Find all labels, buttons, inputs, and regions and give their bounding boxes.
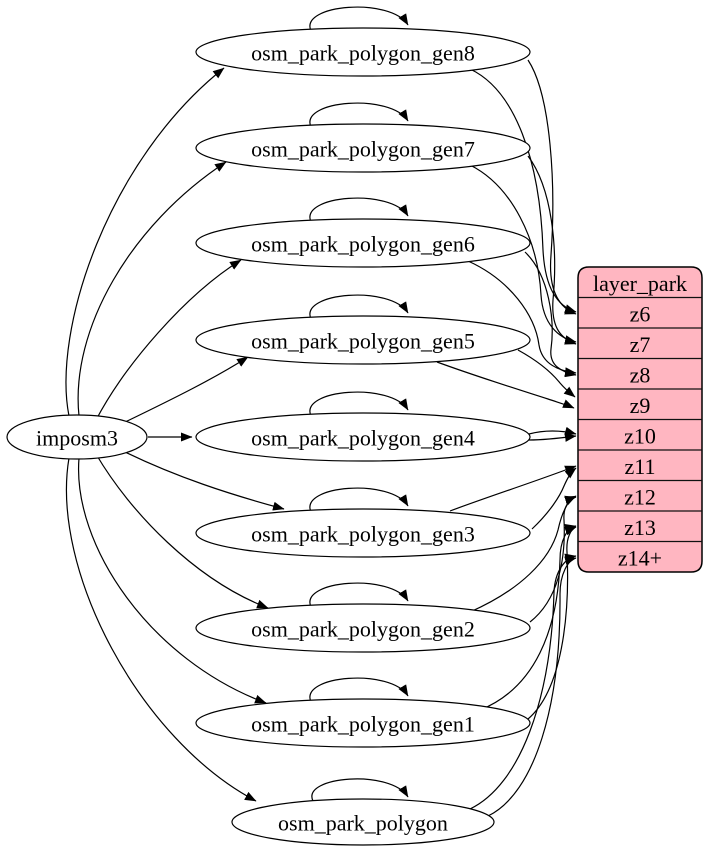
table-label: osm_park_polygon_gen8: [251, 41, 475, 66]
table-node-osm_park_polygon_gen1: osm_park_polygon_gen1: [195, 698, 531, 748]
self-loop-osm_park_polygon_gen2: [309, 582, 409, 608]
record-row-z12: z12: [624, 484, 656, 509]
edge-osm_park_polygon_gen5-to-z9-a: [517, 349, 576, 398]
source-ellipse: [6, 414, 148, 460]
self-loop-osm_park_polygon_gen8: [309, 6, 409, 32]
edge-osm_park_polygon_gen5-to-z9-b: [436, 361, 575, 409]
nodes-layer: osm_park_polygon_gen8 osm_park_polygon_ge…: [6, 27, 703, 846]
record-row-z7: z7: [630, 332, 651, 357]
table-ellipse: [195, 123, 531, 173]
layer-park-record: layer_park z6 z7 z8 z9 z10 z11 z12 z13 z14+: [577, 266, 703, 573]
table-label: osm_park_polygon_gen4: [251, 426, 475, 451]
table-label: osm_park_polygon_gen5: [251, 329, 475, 354]
table-label: osm_park_polygon_gen7: [251, 137, 475, 162]
table-label: osm_park_polygon_gen1: [251, 712, 475, 737]
source-node-imposm3: imposm3: [6, 414, 148, 460]
record-header: layer_park: [593, 271, 687, 296]
edge-imposm3-to-osm_park_polygon_gen3: [118, 448, 285, 511]
table-ellipse: [195, 603, 531, 653]
record-row-z13: z13: [624, 515, 656, 540]
table-node-osm_park_polygon_gen3: osm_park_polygon_gen3: [195, 508, 531, 558]
edge-osm_park_polygon_gen1-to-z13-b: [527, 526, 577, 720]
source-label: imposm3: [36, 426, 118, 451]
edge-osm_park_polygon_gen2-to-z12-b: [529, 495, 577, 623]
self-loop-osm_park_polygon_gen5: [309, 294, 409, 320]
self-loop-osm_park_polygon_gen1: [309, 677, 409, 703]
edge-imposm3-to-osm_park_polygon: [65, 457, 257, 802]
table-label: osm_park_polygon_gen6: [251, 232, 475, 257]
table-ellipse: [195, 508, 531, 558]
self-loop-osm_park_polygon_gen3: [309, 487, 409, 513]
record-row-z6: z6: [630, 301, 651, 326]
self-loop-osm_park_polygon_gen6: [309, 197, 409, 223]
edge-osm_park_polygon_gen7-to-z7-a: [469, 164, 577, 344]
table-ellipse: [231, 798, 495, 846]
edge-imposm3-to-osm_park_polygon_gen8: [65, 67, 225, 417]
edge-osm_park_polygon_gen6-to-z8-b: [524, 251, 577, 378]
edge-osm_park_polygon_gen8-to-z6-a: [469, 68, 577, 313]
record-row-z8: z8: [630, 362, 651, 387]
table-ellipse: [195, 315, 531, 365]
edge-osm_park_polygon_gen4-to-z10-b: [528, 432, 577, 442]
table-node-osm_park_polygon_gen8: osm_park_polygon_gen8: [195, 27, 531, 77]
record-row-z10: z10: [624, 423, 656, 448]
table-node-osm_park_polygon_gen6: osm_park_polygon_gen6: [195, 218, 531, 268]
edge-osm_park_polygon_gen4-to-z10-a: [528, 426, 577, 436]
edge-osm_park_polygon_gen3-to-z11-a: [531, 467, 577, 530]
record-row-z11: z11: [625, 454, 656, 479]
record-row-z14+: z14+: [618, 545, 662, 570]
table-ellipse: [195, 412, 531, 462]
edge-osm_park_polygon-to-z14+-b: [487, 556, 577, 817]
edge-imposm3-to-osm_park_polygon_gen6: [95, 259, 242, 421]
table-label: osm_park_polygon_gen2: [251, 617, 475, 642]
edge-imposm3-to-osm_park_polygon_gen2: [95, 453, 269, 609]
table-node-osm_park_polygon_gen4: osm_park_polygon_gen4: [195, 412, 531, 462]
self-loop-osm_park_polygon: [311, 778, 409, 802]
table-node-osm_park_polygon: osm_park_polygon: [231, 798, 495, 846]
table-ellipse: [195, 27, 531, 77]
edge-imposm3-to-osm_park_polygon_gen5: [118, 356, 249, 426]
table-node-osm_park_polygon_gen7: osm_park_polygon_gen7: [195, 123, 531, 173]
edge-osm_park_polygon-to-z14+-a: [469, 553, 577, 810]
self-loop-osm_park_polygon_gen7: [309, 102, 409, 128]
table-node-osm_park_polygon_gen2: osm_park_polygon_gen2: [195, 603, 531, 653]
edge-osm_park_polygon_gen8-to-z6-b: [527, 59, 577, 315]
edges-layer: [65, 6, 577, 817]
edge-imposm3-to-osm_park_polygon_gen7: [77, 161, 227, 417]
edge-imposm3-to-osm_park_polygon_gen1: [77, 457, 267, 704]
table-node-osm_park_polygon_gen5: osm_park_polygon_gen5: [195, 315, 531, 365]
edge-osm_park_polygon_gen7-to-z7-b: [527, 155, 577, 345]
edge-osm_park_polygon_gen3-to-z11-b: [449, 465, 577, 512]
table-ellipse: [195, 218, 531, 268]
table-label: osm_park_polygon_gen3: [251, 522, 475, 547]
table-ellipse: [195, 698, 531, 748]
record-row-z9: z9: [630, 393, 651, 418]
table-label: osm_park_polygon: [278, 811, 448, 836]
self-loop-osm_park_polygon_gen4: [309, 391, 409, 417]
